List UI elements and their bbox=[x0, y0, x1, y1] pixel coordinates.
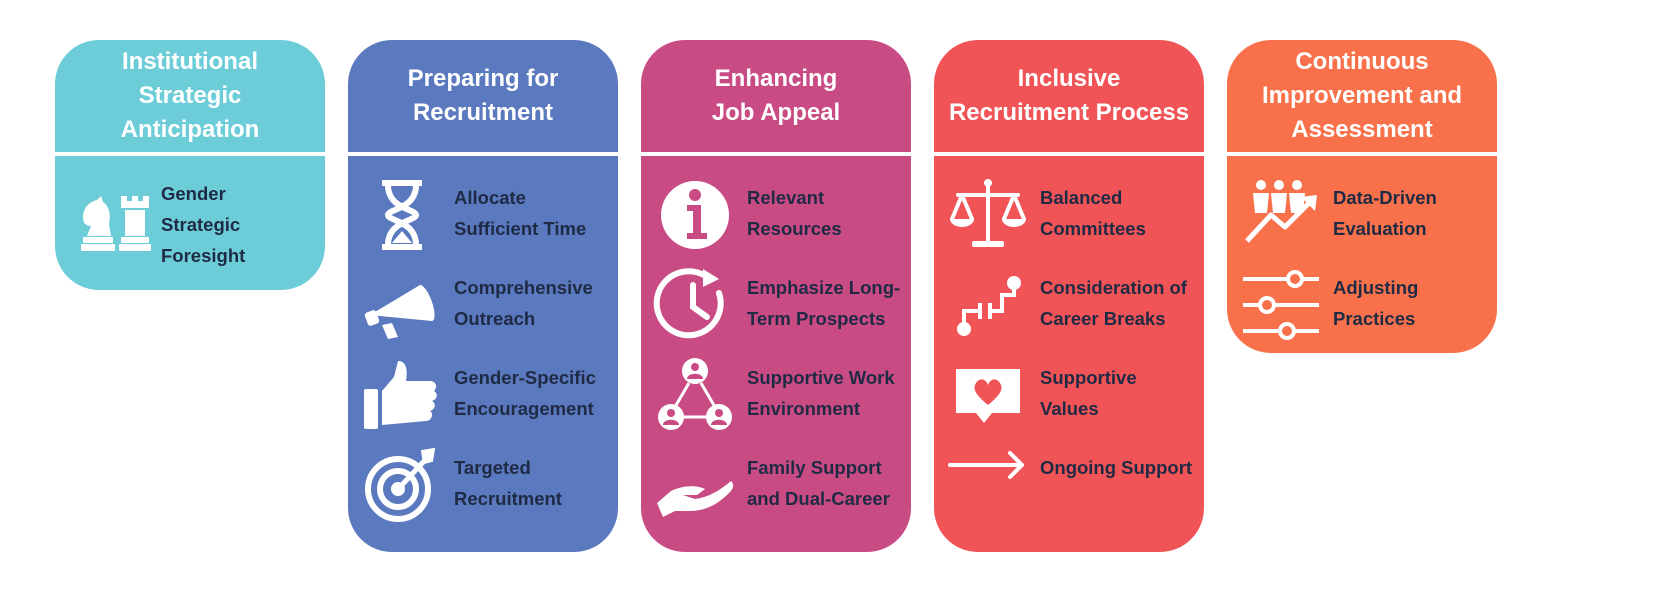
item-label: Data-Driven Evaluation bbox=[1333, 187, 1437, 239]
list-item: Ongoing Support bbox=[934, 445, 1204, 525]
team-network-icon bbox=[653, 355, 737, 435]
item-label: Consideration of Career Breaks bbox=[1040, 277, 1187, 329]
info-icon bbox=[653, 175, 737, 255]
list-item: Adjusting Practices bbox=[1227, 265, 1497, 345]
item-label: Supportive Values bbox=[1040, 367, 1137, 419]
column-title: Continuous Improvement and Assessment bbox=[1261, 48, 1463, 143]
hourglass-icon bbox=[360, 175, 444, 255]
column-title: Preparing for Recruitment bbox=[407, 65, 559, 126]
open-hand-icon bbox=[653, 445, 737, 525]
item-label: Adjusting Practices bbox=[1333, 277, 1419, 329]
item-label: Balanced Committees bbox=[1040, 187, 1146, 239]
item-label: Family Support and Dual-Career bbox=[747, 457, 890, 509]
growth-chart-icon bbox=[1239, 175, 1323, 255]
list-item: Allocate Sufficient Time bbox=[348, 175, 618, 255]
column-title: Enhancing Job Appeal bbox=[711, 65, 841, 126]
chess-pieces-icon bbox=[67, 180, 151, 260]
thumbs-up-icon bbox=[360, 355, 444, 435]
column-inclusive-process: Inclusive Recruitment Process bbox=[934, 40, 1204, 552]
divider bbox=[641, 152, 911, 156]
list-item: Family Support and Dual-Career bbox=[641, 445, 911, 525]
target-icon bbox=[360, 445, 444, 525]
megaphone-icon bbox=[360, 265, 444, 345]
column-title: Institutional Strategic Anticipation bbox=[120, 48, 260, 143]
sliders-icon bbox=[1239, 265, 1323, 345]
column-title: Inclusive Recruitment Process bbox=[948, 65, 1190, 126]
list-item: Emphasize Long- Term Prospects bbox=[641, 265, 911, 345]
item-label: Supportive Work Environment bbox=[747, 367, 895, 419]
item-label: Ongoing Support bbox=[1040, 457, 1193, 478]
column-preparing-recruitment: Preparing for Recruitment Allocate Suffi… bbox=[348, 40, 618, 552]
divider bbox=[934, 152, 1204, 156]
list-item: Supportive Work Environment bbox=[641, 355, 911, 435]
column-job-appeal: Enhancing Job Appeal Relevant Resources … bbox=[641, 40, 911, 552]
list-item: Consideration of Career Breaks bbox=[934, 265, 1204, 345]
item-label: Emphasize Long- Term Prospects bbox=[747, 277, 901, 329]
heart-message-icon bbox=[946, 355, 1030, 435]
list-item: Targeted Recruitment bbox=[348, 445, 618, 525]
list-item: Gender Strategic Foresight bbox=[55, 180, 325, 266]
column-continuous-improvement: Continuous Improvement and Assessment Da… bbox=[1227, 40, 1497, 353]
list-item: Relevant Resources bbox=[641, 175, 911, 255]
item-label: Comprehensive Outreach bbox=[454, 277, 593, 329]
column-strategic-anticipation: Institutional Strategic Anticipation Gen… bbox=[55, 40, 325, 290]
divider bbox=[55, 152, 325, 156]
item-label: Gender Strategic Foresight bbox=[161, 183, 246, 266]
list-item: Supportive Values bbox=[934, 355, 1204, 435]
list-item: Balanced Committees bbox=[934, 175, 1204, 255]
item-label: Allocate Sufficient Time bbox=[454, 187, 587, 239]
divider bbox=[1227, 152, 1497, 156]
item-label: Relevant Resources bbox=[747, 187, 842, 239]
list-item: Data-Driven Evaluation bbox=[1227, 175, 1497, 255]
list-item: Gender-Specific Encouragement bbox=[348, 355, 618, 435]
clock-arrow-icon bbox=[653, 265, 737, 345]
broken-path-icon bbox=[946, 265, 1030, 345]
list-item: Comprehensive Outreach bbox=[348, 265, 618, 345]
item-label: Targeted Recruitment bbox=[454, 457, 562, 509]
scales-icon bbox=[946, 175, 1030, 255]
divider bbox=[348, 152, 618, 156]
arrow-right-icon bbox=[946, 445, 1030, 525]
item-label: Gender-Specific Encouragement bbox=[454, 367, 596, 419]
